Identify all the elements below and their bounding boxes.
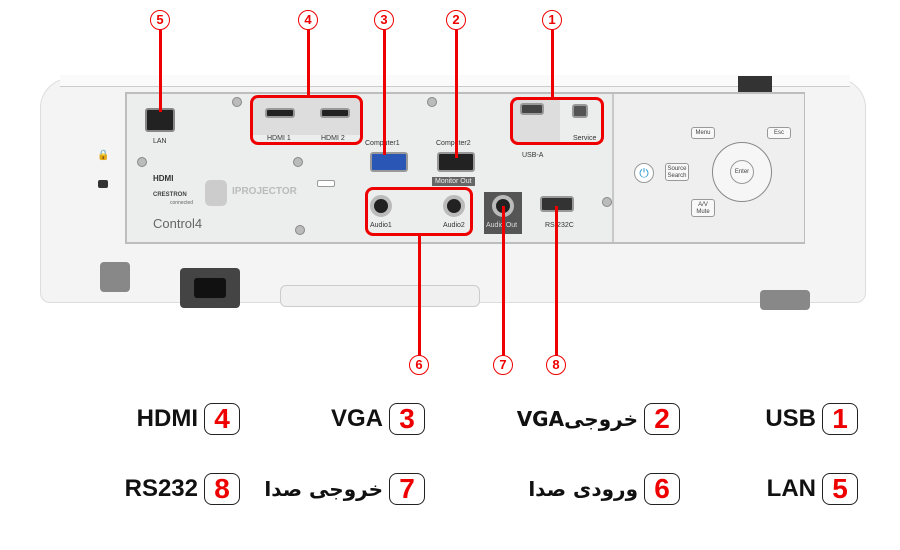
computer2-label: Computer2: [436, 140, 471, 147]
legend-badge: 8: [204, 473, 240, 505]
legend-label: VGA: [330, 405, 383, 432]
legend-item-usb: USB 1: [765, 403, 858, 435]
callout-line-5: [159, 30, 162, 112]
security-slot: [98, 180, 108, 188]
audio2-jack: [443, 195, 465, 217]
vent: [738, 76, 772, 94]
callout-7: 7: [493, 355, 513, 375]
lock-icon: 🔒: [97, 150, 110, 161]
callout-1: 1: [542, 10, 562, 30]
crestron-sub: connected: [170, 200, 194, 206]
callout-line-1: [551, 30, 554, 98]
watermark-icon: [205, 180, 227, 206]
callout-line-8: [555, 206, 558, 356]
audio-out-label: Audio Out: [486, 222, 518, 229]
hdmi1-port: [265, 108, 295, 118]
callout-line-7: [502, 206, 505, 356]
legend-item-rs232: RS232 8: [125, 473, 240, 505]
legend-label: خروجیVGA: [516, 407, 638, 431]
audio1-label: Audio1: [370, 222, 392, 229]
service-port: [572, 104, 588, 118]
control4-logo: Control4: [153, 216, 203, 231]
legend-badge: 1: [822, 403, 858, 435]
legend-label: خروجی صدا: [264, 477, 383, 501]
watermark: IPROJECTOR: [232, 186, 297, 197]
callout-line-4: [307, 30, 310, 96]
legend-label: LAN: [766, 475, 816, 502]
foot-left: [100, 262, 130, 292]
legend-item-hdmi: HDMI 4: [137, 403, 240, 435]
legend-badge: 4: [204, 403, 240, 435]
callout-2: 2: [446, 10, 466, 30]
legend-label: USB: [765, 405, 816, 432]
screw: [602, 197, 612, 207]
indicator: [317, 180, 335, 187]
hdmi1-label: HDMI 1: [267, 135, 291, 142]
power-inlet: [180, 268, 240, 308]
callout-6: 6: [409, 355, 429, 375]
hdmi-logo: HDMI: [153, 174, 174, 183]
audio2-label: Audio2: [443, 222, 465, 229]
foot-right: [760, 290, 810, 310]
rs232-label: RS-232C: [545, 222, 574, 229]
audio-in-highlight: [365, 187, 473, 236]
legend-badge: 2: [644, 403, 680, 435]
esc-button[interactable]: Esc: [767, 127, 791, 139]
hdmi2-label: HDMI 2: [321, 135, 345, 142]
computer1-label: Computer1: [365, 140, 400, 147]
legend-item-audio-out: خروجی صدا 7: [264, 473, 425, 505]
callout-line-2: [455, 30, 458, 158]
hdmi-highlight: [250, 95, 363, 145]
legend-badge: 3: [389, 403, 425, 435]
base-slot: [280, 285, 480, 307]
monitor-out-label: Monitor Out: [432, 177, 475, 186]
vga-in-port: [370, 152, 408, 172]
av-mute-button[interactable]: A/V Mute: [691, 199, 715, 217]
service-label: Service: [573, 135, 597, 142]
lan-label: LAN: [153, 138, 167, 145]
usb-a-label: USB-A: [522, 152, 544, 159]
crestron-logo: CRESTRON: [153, 192, 187, 198]
usb-highlight: [510, 97, 604, 145]
screw: [295, 225, 305, 235]
enter-button[interactable]: Enter: [730, 160, 754, 184]
hdmi2-port: [320, 108, 350, 118]
legend-item-vga: VGA 3: [331, 403, 425, 435]
usb-a-port: [520, 103, 544, 115]
callout-4: 4: [298, 10, 318, 30]
callout-8: 8: [546, 355, 566, 375]
callout-3: 3: [374, 10, 394, 30]
legend-badge: 6: [644, 473, 680, 505]
menu-button[interactable]: Menu: [691, 127, 715, 139]
audio1-jack: [370, 195, 392, 217]
power-button[interactable]: ⏻: [634, 163, 654, 183]
callout-line-6: [418, 236, 421, 356]
callout-line-3: [383, 30, 386, 155]
screw: [427, 97, 437, 107]
legend-badge: 5: [822, 473, 858, 505]
legend-badge: 7: [389, 473, 425, 505]
legend-item-vga-out: خروجیVGA 2: [517, 403, 680, 435]
source-search-button[interactable]: Source Search: [665, 163, 689, 181]
screw: [293, 157, 303, 167]
legend-item-lan: LAN 5: [767, 473, 858, 505]
screw: [232, 97, 242, 107]
screw: [137, 157, 147, 167]
legend-label: HDMI: [136, 405, 198, 432]
legend-label: RS232: [124, 475, 198, 502]
legend-label: ورودی صدا: [528, 477, 638, 501]
callout-5: 5: [150, 10, 170, 30]
legend-item-audio-in: ورودی صدا 6: [528, 473, 680, 505]
